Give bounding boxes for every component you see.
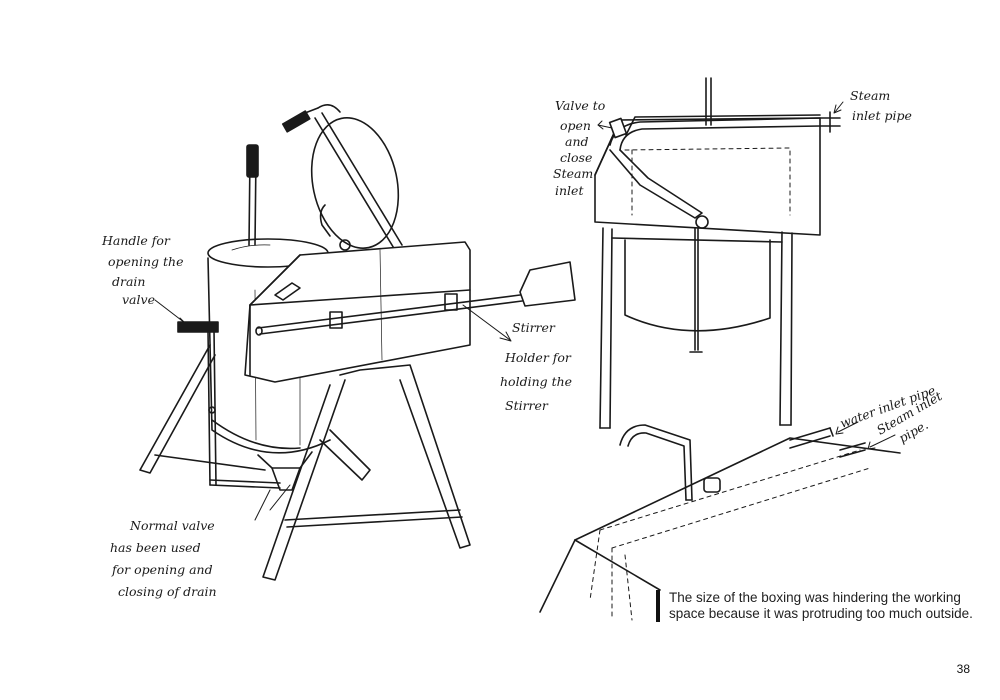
- annotation-holder: Holder for holding the Stirrer: [500, 350, 576, 413]
- annotation-steam-valve: Valve to open and close Steam inlet: [553, 98, 609, 198]
- left-leader-lines: [154, 299, 512, 521]
- right-leader-lines: [597, 101, 896, 450]
- annotation-steam-inlet-pipe: Steam inlet pipe: [850, 88, 912, 123]
- caption: The size of the boxing was hindering the…: [656, 590, 989, 622]
- left-kettle-drawing: [139, 104, 576, 581]
- page-number: 38: [956, 662, 970, 676]
- annotation-handle: Handle for opening the drain valve: [101, 233, 187, 307]
- annotation-normal-valve: Normal valve has been used for opening a…: [110, 518, 219, 599]
- handwritten-annotations: Handle for opening the drain valve Stirr…: [101, 88, 945, 599]
- right-kettle-drawing: [539, 77, 901, 621]
- annotation-stirrer: Stirrer: [512, 320, 556, 335]
